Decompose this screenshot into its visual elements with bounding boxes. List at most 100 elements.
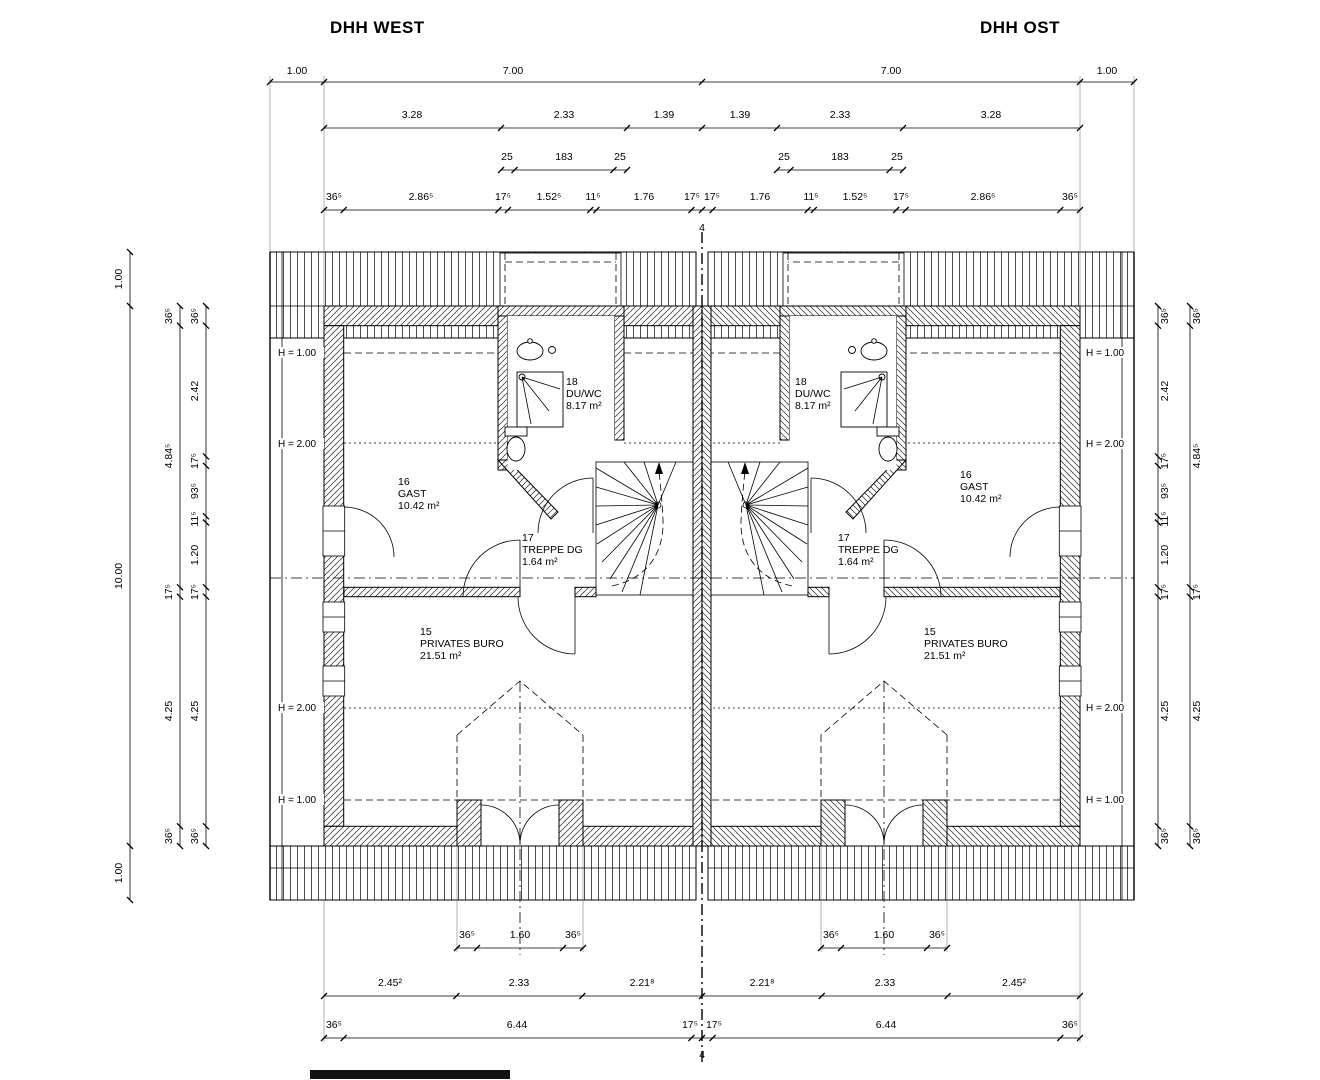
height-labels-ost: H = 1.00 H = 2.00 H = 2.00 H = 1.00: [1084, 347, 1132, 806]
dim-label: 4.25: [1159, 701, 1171, 722]
axis-label-bottom: 4: [699, 1049, 705, 1061]
dim-label: 17⁵: [1159, 453, 1171, 469]
height-label: H = 1.00: [278, 348, 317, 359]
stair-arrow: [655, 462, 663, 474]
dim-label: 2.33: [875, 977, 896, 989]
dim-label: 6.44: [876, 1019, 897, 1031]
unit-west-geometry: [269, 251, 703, 955]
dim-label: 25: [614, 151, 626, 163]
dim-label: 11⁵: [1159, 511, 1171, 526]
dim-label: 93⁵: [189, 483, 201, 499]
dim-label: 4.84⁵: [1191, 444, 1203, 469]
dim-label: 17⁵: [163, 584, 175, 600]
dim-label: 17⁵: [704, 191, 720, 203]
dim-label: 1.39: [654, 109, 675, 121]
room-name: PRIVATES BURO: [420, 638, 504, 650]
dim-label: 1.20: [1159, 545, 1171, 566]
left-dimension-labels: 1.00 10.00 1.00 36⁵ 4.84⁵ 17⁵ 4.25 36⁵ 3…: [113, 269, 201, 884]
dim-label: 36⁵: [565, 929, 581, 941]
dim-label: 36⁵: [1191, 828, 1203, 844]
dim-label: 17⁵: [893, 191, 909, 203]
dim-label: 1.00: [1097, 65, 1118, 77]
room-number: 17: [522, 532, 534, 544]
room-number: 17: [838, 532, 850, 544]
dim-label: 25: [891, 151, 903, 163]
dim-label: 36⁵: [189, 828, 201, 844]
dim-label: 36⁵: [326, 191, 342, 203]
title-dhh-ost: DHH OST: [980, 18, 1060, 37]
dim-label: 25: [501, 151, 513, 163]
dim-label: 36⁵: [326, 1019, 342, 1031]
room-number: 16: [398, 476, 410, 488]
room-area: 8.17 m²: [566, 400, 602, 412]
door-swing: [462, 539, 521, 598]
bottom-dimension-labels: 36⁵ 1.60 36⁵ 36⁵ 1.60 36⁵ 2.45² 2.33 2.2…: [326, 929, 1078, 1061]
dimension-lines: [126, 78, 1194, 1042]
dim-label: 3.28: [402, 109, 423, 121]
dim-label: 36⁵: [929, 929, 945, 941]
dim-label: 3.28: [981, 109, 1002, 121]
roof-height-lines: [344, 352, 693, 801]
scale-bar: [310, 1070, 510, 1079]
dim-label: 4.25: [189, 701, 201, 722]
stair: [595, 461, 694, 596]
room-name: DU/WC: [795, 388, 831, 400]
door-swing: [519, 804, 560, 845]
dim-label: 36⁵: [1191, 308, 1203, 324]
dim-label: 2.86⁵: [971, 191, 996, 203]
axis-label-top: 4: [699, 222, 705, 234]
dim-label: 1.20: [189, 545, 201, 566]
dim-label: 1.39: [730, 109, 751, 121]
room-area: 21.51 m²: [420, 650, 462, 662]
sink: [516, 338, 556, 361]
dim-label: 4.84⁵: [163, 444, 175, 469]
dim-label: 36⁵: [823, 929, 839, 941]
dim-label: 11⁵: [189, 511, 201, 526]
dim-label: 1.60: [874, 929, 895, 941]
height-label: H = 2.00: [278, 439, 317, 450]
room-name: TREPPE DG: [522, 544, 583, 556]
room-name: GAST: [398, 488, 427, 500]
dim-label: 1.76: [750, 191, 771, 203]
room-number: 18: [795, 376, 807, 388]
dim-label: 17⁵: [189, 584, 201, 600]
roof-band-bottom: [269, 845, 697, 901]
door-swing: [343, 506, 395, 558]
room-name: GAST: [960, 481, 989, 493]
door-swing: [480, 804, 521, 845]
dim-label: 2.33: [554, 109, 575, 121]
top-dimension-labels: 1.00 7.00 7.00 1.00 3.28 2.33 1.39 1.39 …: [287, 65, 1118, 234]
dim-label: 2.42: [189, 381, 201, 402]
party-wall: [692, 305, 703, 847]
dormer-jamb: [558, 799, 584, 847]
height-label: H = 2.00: [1086, 439, 1125, 450]
height-label: H = 1.00: [278, 795, 317, 806]
dim-label: 1.76: [634, 191, 655, 203]
height-label: H = 2.00: [1086, 703, 1125, 714]
room-name: TREPPE DG: [838, 544, 899, 556]
dim-label: 7.00: [881, 65, 902, 77]
extension-lines: [269, 76, 1135, 1042]
doors: [343, 477, 594, 845]
dim-label: 36⁵: [163, 828, 175, 844]
dim-label: 1.00: [113, 863, 125, 884]
dim-label: 36⁵: [459, 929, 475, 941]
dim-label: 36⁵: [189, 308, 201, 324]
room-labels-ost: 18 DU/WC 8.17 m² 16 GAST 10.42 m² 17 TRE…: [795, 376, 1008, 662]
unit-ost-geometry: [701, 251, 1135, 956]
room-number: 16: [960, 469, 972, 481]
dim-label: 183: [555, 151, 573, 163]
dim-label: 2.45²: [378, 977, 402, 989]
dim-label: 183: [831, 151, 849, 163]
dim-label: 36⁵: [1159, 828, 1171, 844]
dim-label: 1.60: [510, 929, 531, 941]
dim-label: 17⁵: [1159, 584, 1171, 600]
dim-label: 2.42: [1159, 381, 1171, 402]
dim-label: 36⁵: [1062, 191, 1078, 203]
room-number: 18: [566, 376, 578, 388]
dim-label: 11⁵: [585, 191, 600, 203]
dim-label: 2.33: [830, 109, 851, 121]
dim-label: 1.00: [113, 269, 125, 290]
